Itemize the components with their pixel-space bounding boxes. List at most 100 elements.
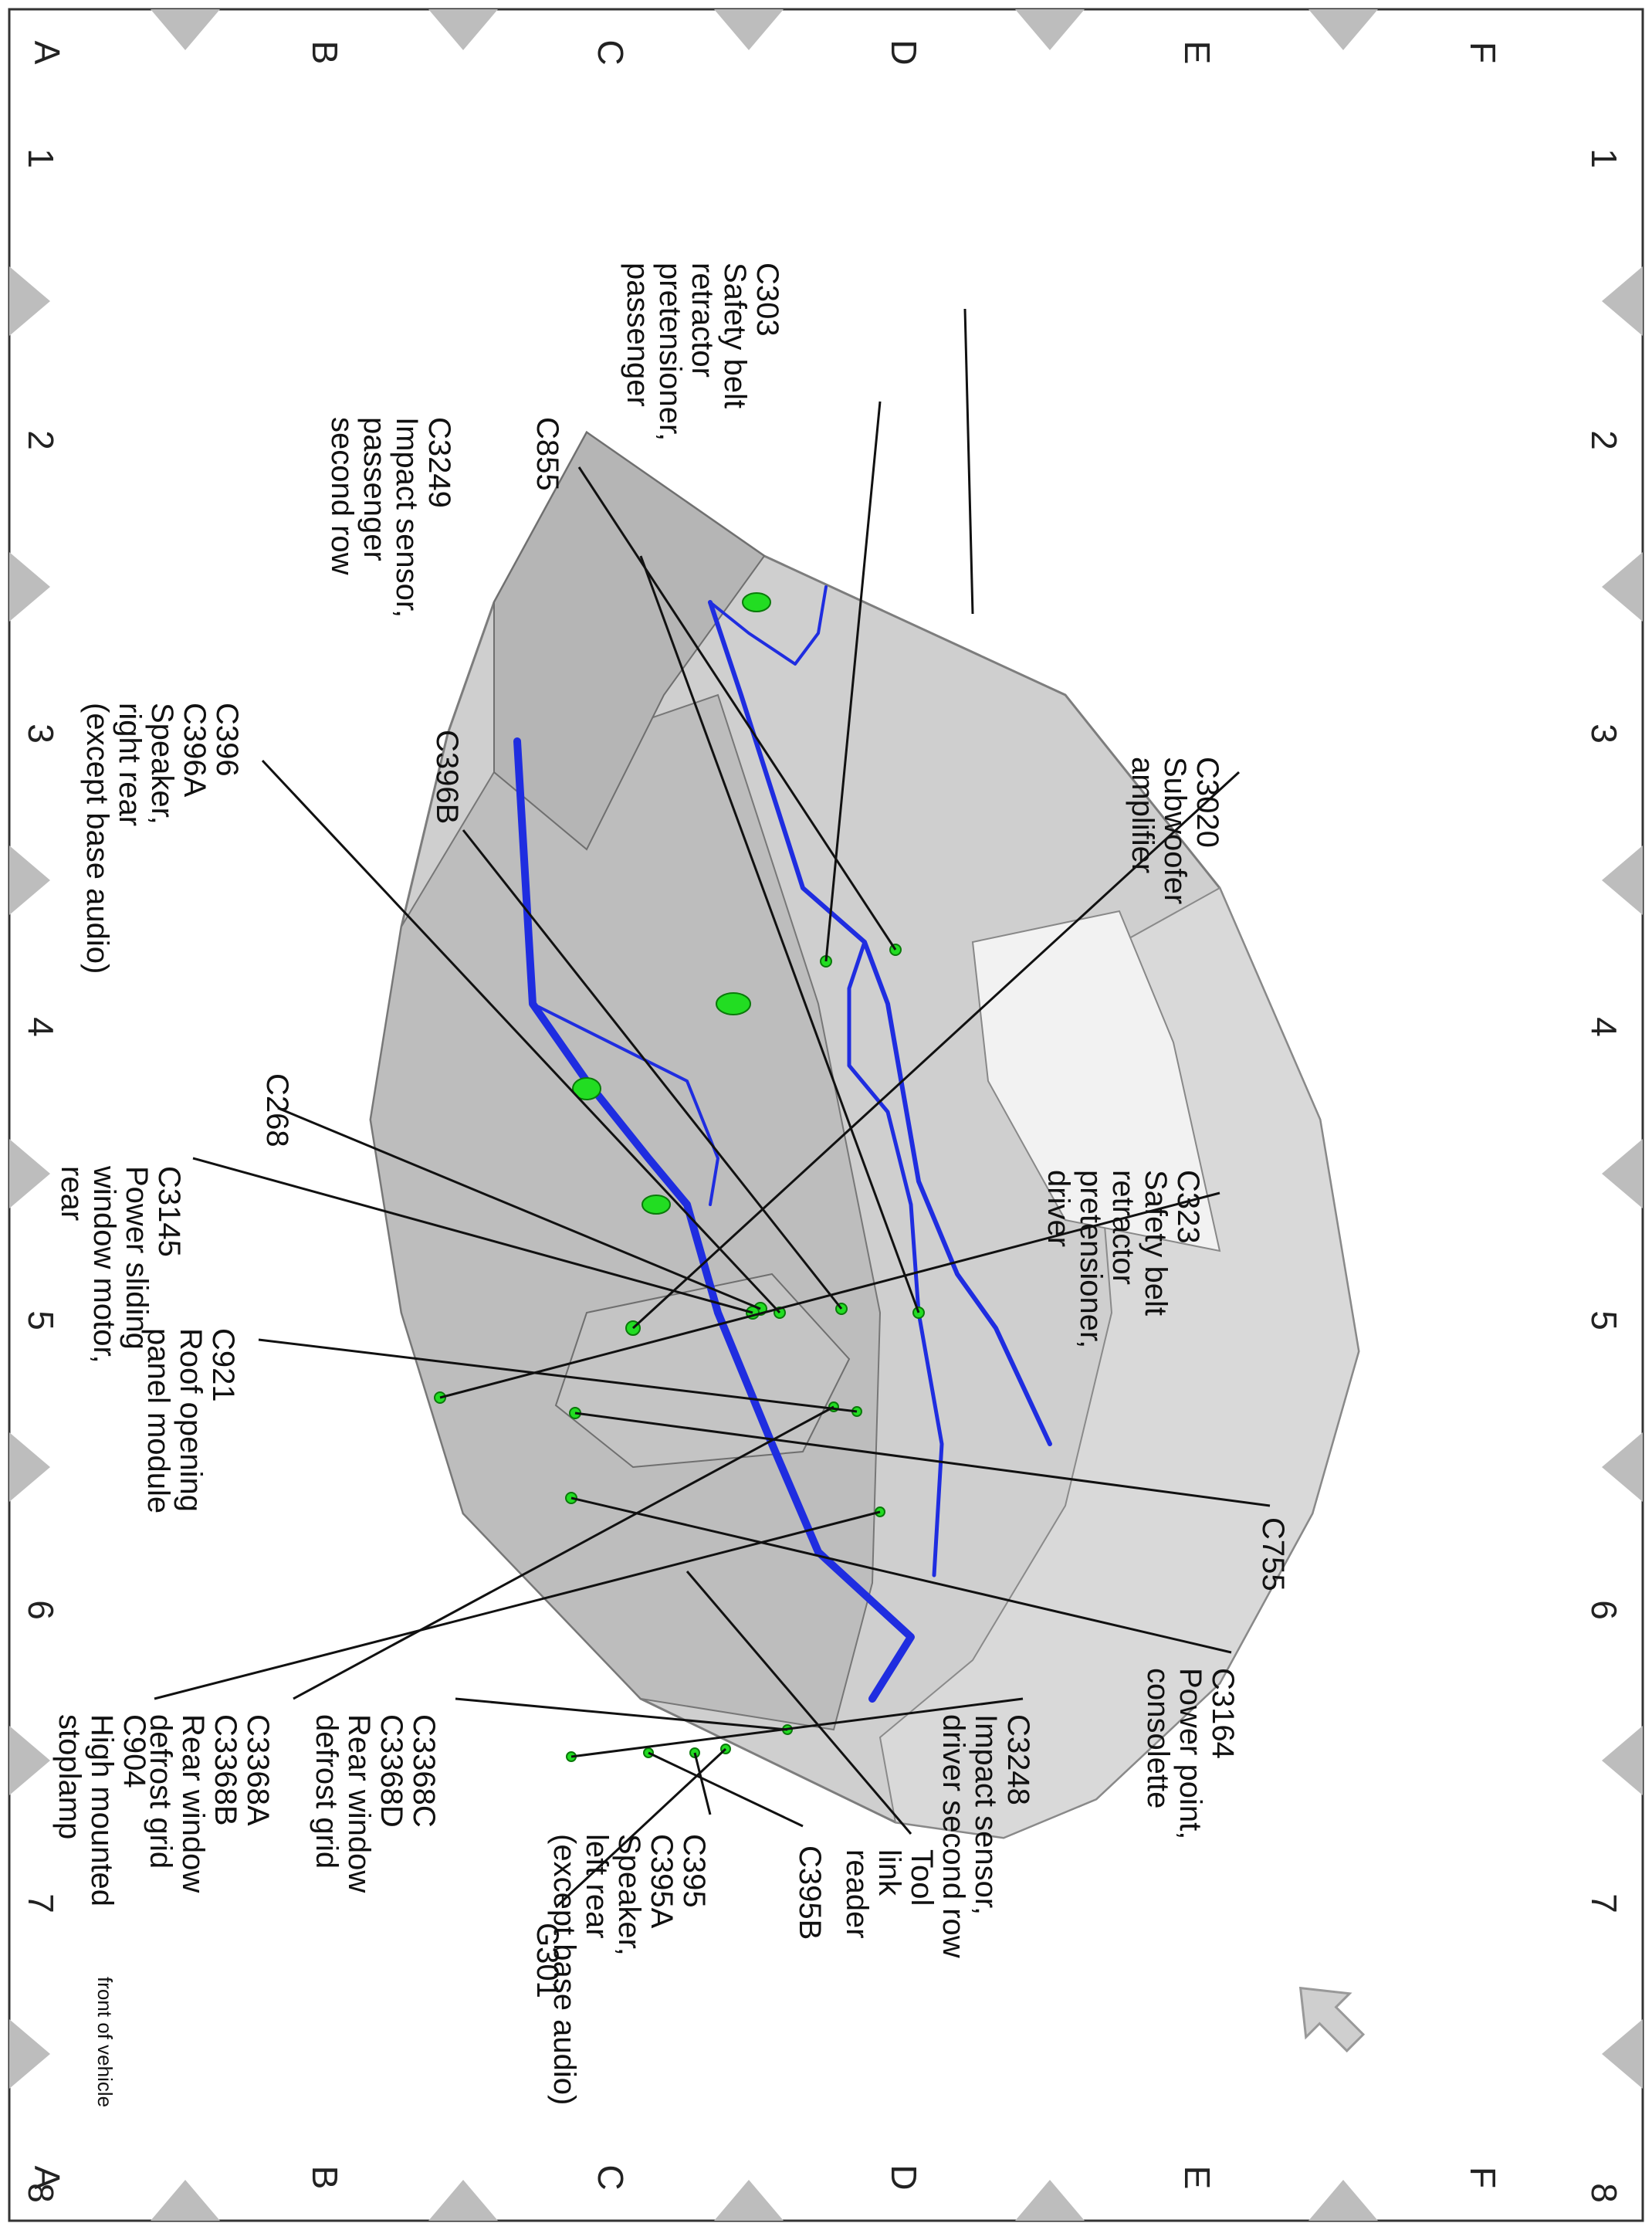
grid-column-bottom: 8: [1584, 2183, 1624, 2203]
callout-line: Speaker,: [145, 703, 179, 825]
grid-triangle-top: [9, 2019, 50, 2089]
callout-line: defrost grid: [310, 1714, 344, 1869]
front-of-vehicle-label: front of vehicle: [93, 1977, 117, 2108]
harness-left-trunk: [708, 600, 1052, 1446]
callout-line: defrost grid: [144, 1714, 178, 1869]
grid-triangle-bottom: [1602, 1432, 1643, 1502]
grid-triangle-top: [9, 1726, 50, 1795]
leader-c3164: [570, 1496, 1232, 1654]
grid-column-top: 6: [21, 1600, 61, 1620]
callout-line: passenger: [621, 263, 655, 407]
grid-row-right: D: [884, 2164, 924, 2191]
leader-c395b: [648, 1751, 804, 1828]
leader-c395: [693, 1752, 712, 1815]
grid-triangle-bottom: [1602, 2019, 1643, 2089]
grid-row-right: A: [27, 2165, 67, 2190]
callout-line: Impact sensor,: [969, 1714, 1003, 1916]
callout-line: Tool: [905, 1849, 939, 1906]
grid-triangle-left: [714, 9, 784, 50]
callout-line: C755: [1256, 1517, 1290, 1591]
callout-line: Safety belt: [1139, 1170, 1173, 1317]
grid-triangle-right: [1015, 2180, 1085, 2221]
harness-top-loop: [709, 585, 828, 666]
grid-triangle-left: [428, 9, 498, 50]
grid-row-left: C: [591, 39, 631, 66]
grid-column-bottom: 6: [1584, 1600, 1624, 1620]
callout-line: C396A: [178, 703, 212, 798]
callout-line: C396: [210, 703, 244, 777]
grid-triangle-right: [714, 2180, 784, 2221]
grid-row-left: F: [1463, 41, 1503, 64]
callout-line: Safety belt: [718, 263, 752, 409]
connector-cluster-c: [642, 1195, 671, 1215]
grid-column-top: 4: [21, 1017, 61, 1037]
grid-triangle-bottom: [1602, 846, 1643, 915]
callout-line: C3020: [1190, 757, 1224, 848]
grid-triangle-right: [1308, 2180, 1378, 2221]
grid-triangle-top: [9, 552, 50, 622]
frame-border: [8, 8, 1644, 2222]
callout-line: amplifier: [1126, 757, 1159, 874]
leader-c3248: [570, 1697, 1024, 1758]
grid-triangle-top: [9, 1432, 50, 1502]
connectors: [434, 592, 925, 1762]
leader-c3020: [631, 771, 1241, 1330]
grid-triangle-top: [9, 1139, 50, 1208]
connector-cluster-b: [742, 592, 771, 612]
grid-row-left: D: [884, 39, 924, 66]
callout-line: retractor: [686, 263, 719, 378]
connector-cluster-a: [716, 992, 751, 1015]
callout-line: C3368C: [407, 1714, 441, 1828]
connector-cluster-d: [572, 1077, 601, 1100]
callout-line: reader: [840, 1849, 874, 1939]
callout-line: C3164: [1206, 1668, 1240, 1759]
callout-line: Rear window: [342, 1714, 376, 1893]
callout-line: High mounted: [85, 1714, 119, 1907]
rear-window-opening: [971, 910, 1221, 1252]
callout-line: window motor,: [87, 1166, 121, 1364]
grid-triangle-bottom: [1602, 1139, 1643, 1208]
grid-row-left: B: [305, 40, 345, 65]
grid-column-top: 3: [21, 724, 61, 744]
callout-line: C395A: [645, 1834, 679, 1929]
callout-c855: C855: [530, 417, 564, 491]
leader-c303: [824, 401, 882, 962]
grid-column-bottom: 3: [1584, 724, 1624, 744]
callout-line: C921: [206, 1328, 240, 1402]
leader-c3368a: [293, 1405, 834, 1700]
callout-line: C3249: [422, 417, 456, 508]
callout-line: panel module: [141, 1328, 175, 1514]
grid-triangle-bottom: [1602, 266, 1643, 336]
callout-c755: C755: [1256, 1517, 1290, 1591]
callout-line: driver second row: [936, 1714, 970, 1958]
leader-14a005: [963, 308, 974, 615]
callout-line: C3248: [1001, 1714, 1035, 1805]
callout-line: left rear: [580, 1834, 614, 1939]
leader-c268: [277, 1107, 761, 1310]
callout-line: C3368B: [208, 1714, 242, 1826]
callout-line: C395B: [793, 1845, 827, 1940]
grid-triangle-right: [428, 2180, 498, 2221]
callout-line: C323: [1171, 1170, 1205, 1244]
grid-column-bottom: 2: [1584, 430, 1624, 450]
callout-line: (except base audio): [80, 703, 114, 974]
callout-line: C855: [530, 417, 564, 491]
callout-line: Impact sensor,: [390, 417, 424, 619]
front-of-vehicle-arrow: [1298, 1986, 1366, 2053]
callout-line: retractor: [1106, 1170, 1140, 1285]
grid-row-right: E: [1177, 2165, 1217, 2190]
grid-triangle-right: [151, 2180, 220, 2221]
seat-back-area: [493, 431, 766, 851]
callout-line: Power point,: [1173, 1668, 1207, 1840]
callout-line: Subwoofer: [1158, 757, 1192, 905]
